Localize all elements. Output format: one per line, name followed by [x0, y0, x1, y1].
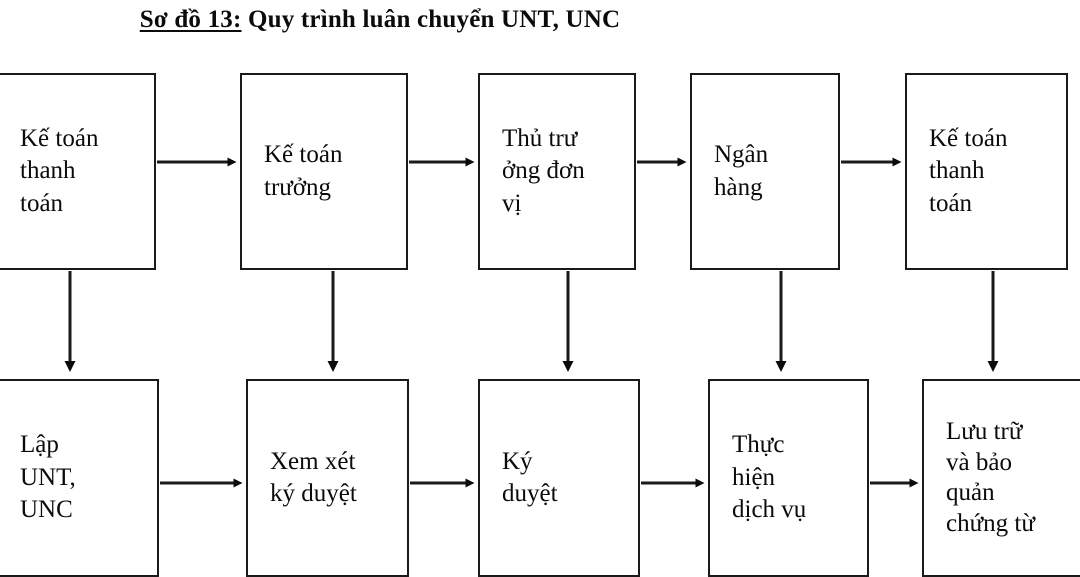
node-label: Ngân hàng: [714, 141, 769, 201]
node-xem-xet-ky-duyet[interactable]: Xem xét ký duyệt: [246, 379, 409, 577]
node-label: Xem xét ký duyệt: [270, 447, 357, 508]
node-label: Kế toán thanh toán: [929, 124, 1008, 217]
node-label: Kế toán trưởng: [264, 141, 343, 201]
node-label: Thủ trư ởng đơn vị: [502, 124, 585, 217]
node-label: Lưu trữ và bảo quản chứng từ: [946, 418, 1035, 537]
node-label: Lập UNT, UNC: [20, 431, 76, 524]
page-title: Sơ đồ 13: Quy trình luân chuyển UNT, UNC: [0, 6, 760, 34]
page-title-label-number: Sơ đồ 13:: [139, 6, 242, 33]
node-ky-duyet[interactable]: Ký duyệt: [478, 379, 640, 577]
node-label: Kế toán thanh toán: [20, 124, 99, 217]
page-title-label-rest: Quy trình luân chuyển UNT, UNC: [241, 6, 621, 33]
node-ke-toan-thanh-toan-1[interactable]: Kế toán thanh toán: [0, 73, 156, 270]
node-lap-unt-unc[interactable]: Lập UNT, UNC: [0, 379, 159, 577]
node-label: Ký duyệt: [502, 447, 558, 508]
node-label: Thực hiện dịch vụ: [732, 431, 807, 524]
node-ke-toan-truong[interactable]: Kế toán trưởng: [240, 73, 408, 270]
node-ke-toan-thanh-toan-2[interactable]: Kế toán thanh toán: [905, 73, 1068, 270]
node-ngan-hang[interactable]: Ngân hàng: [690, 73, 840, 270]
node-thuc-hien-dich-vu[interactable]: Thực hiện dịch vụ: [708, 379, 869, 577]
node-luu-tru-bao-quan[interactable]: Lưu trữ và bảo quản chứng từ: [922, 379, 1080, 577]
node-thu-truong-don-vi[interactable]: Thủ trư ởng đơn vị: [478, 73, 636, 270]
